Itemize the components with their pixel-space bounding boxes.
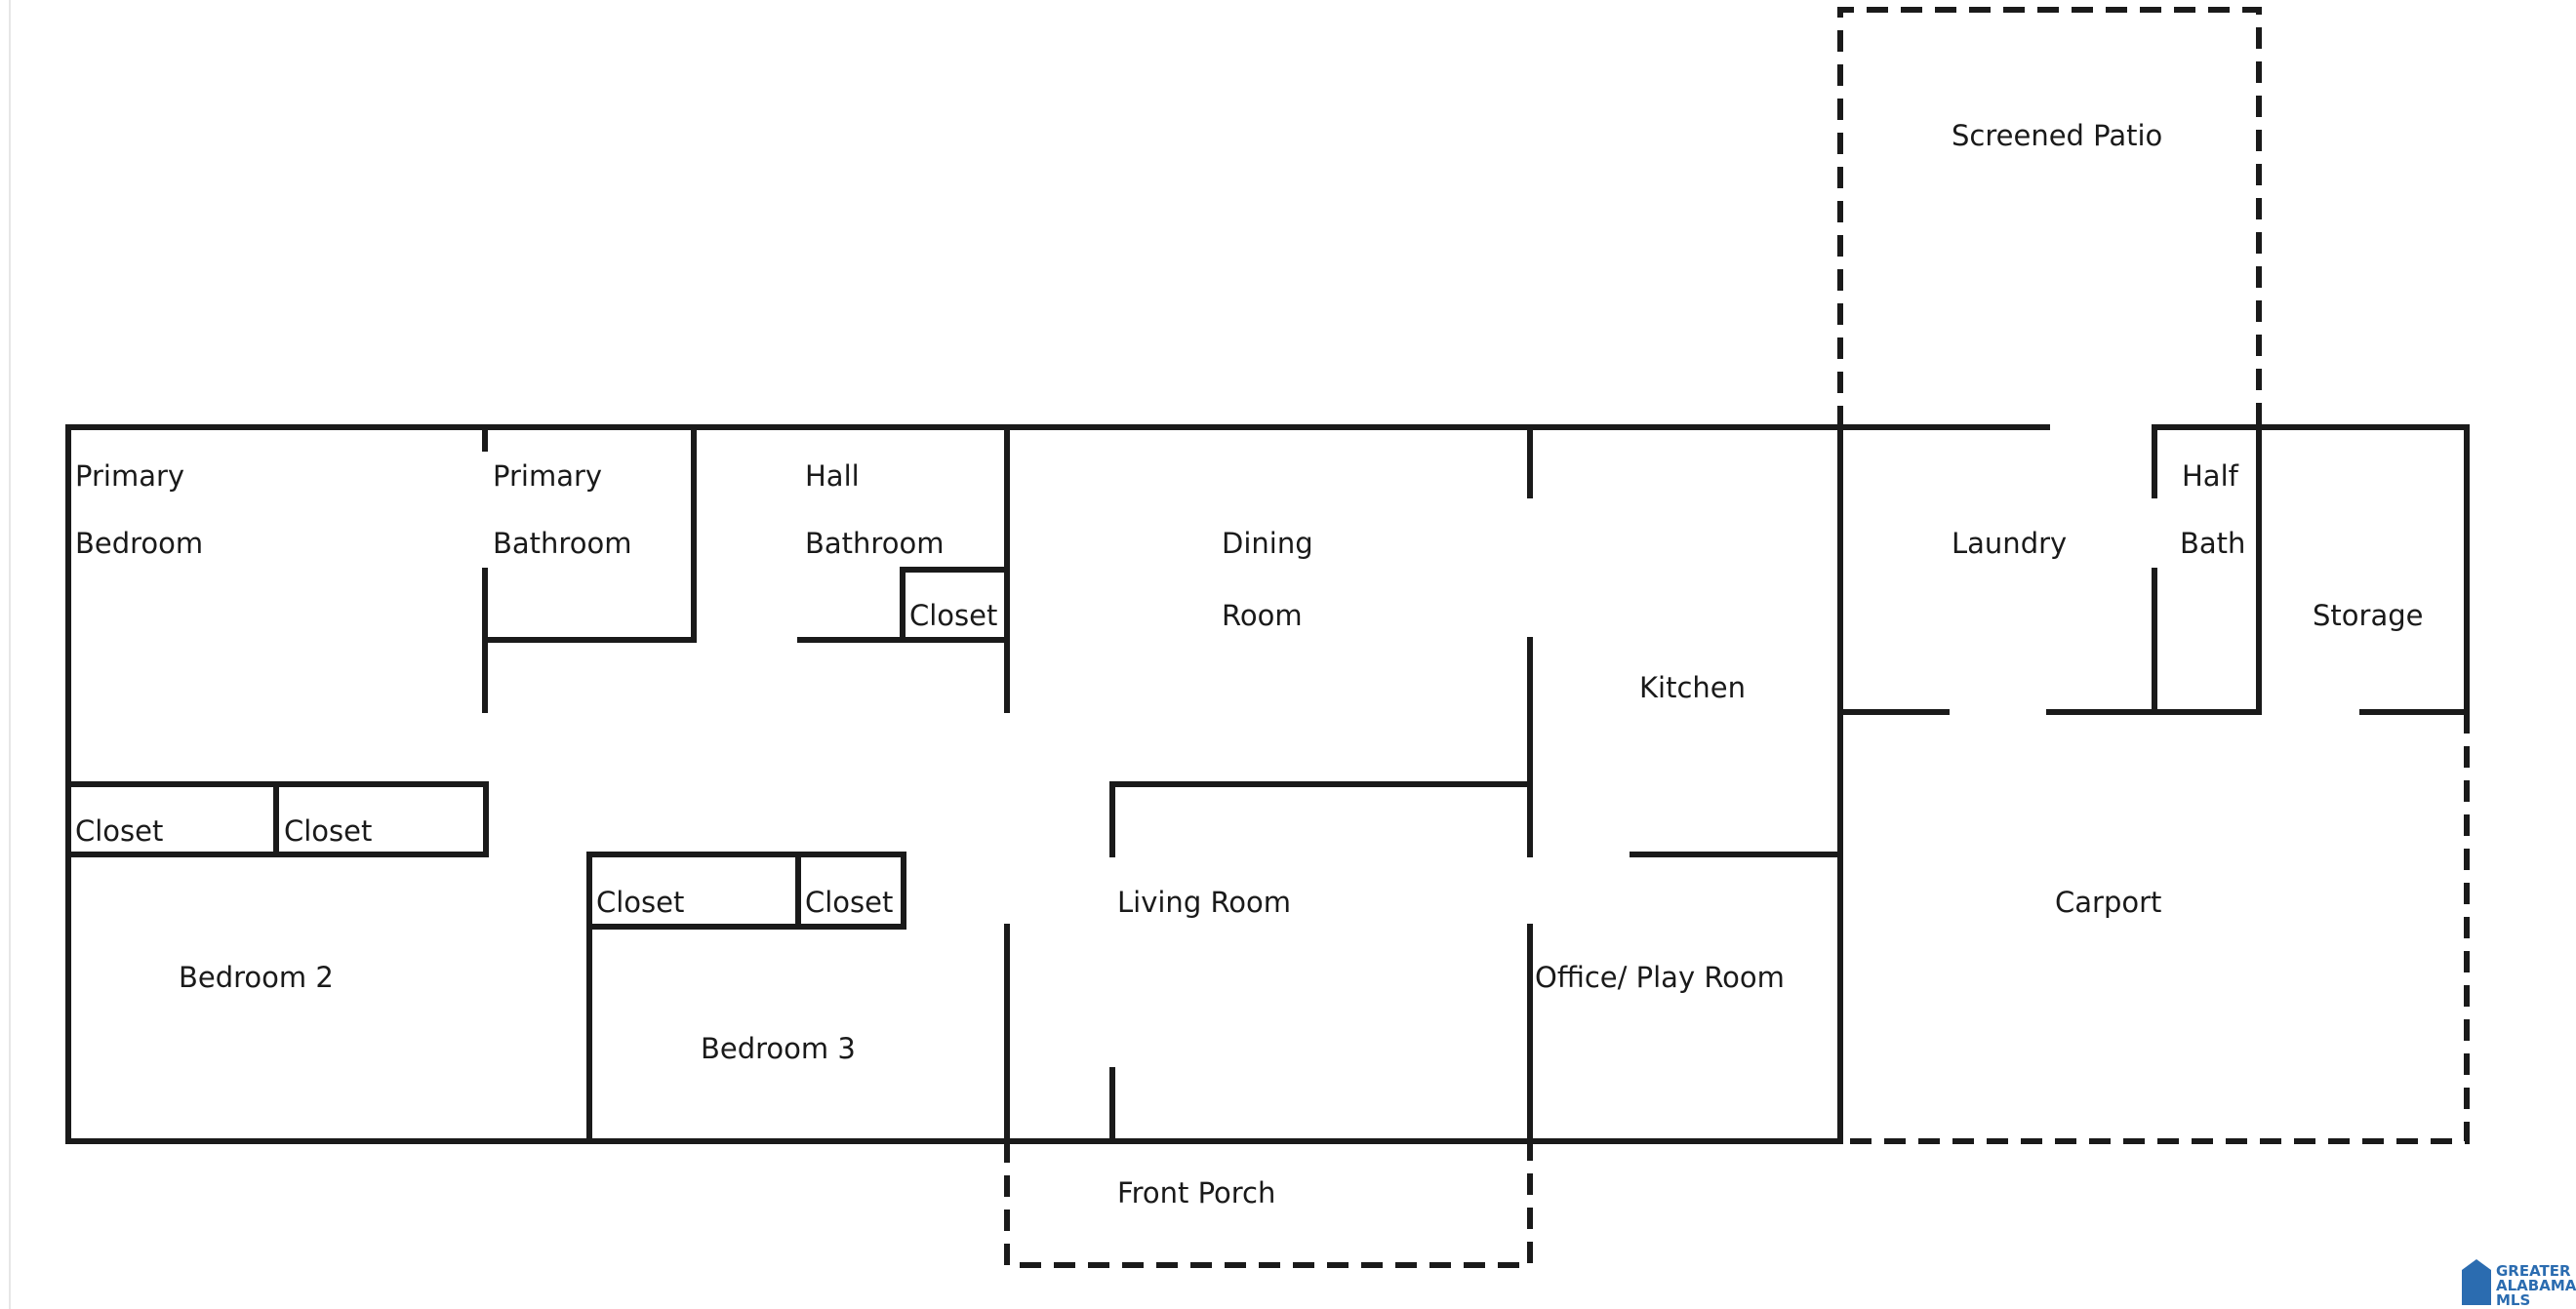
dashed-outlines: [1004, 7, 2470, 1268]
logo-line-2: ALABAMA: [2496, 1277, 2576, 1294]
logo-line-1: GREATER: [2496, 1262, 2571, 1280]
hall-bathroom-label-2: Bathroom: [805, 527, 944, 560]
laundry-label: Laundry: [1952, 527, 2067, 560]
closet-label-a: Closet: [75, 814, 163, 848]
house-icon: [2462, 1259, 2491, 1305]
primary-bedroom-label-2: Bedroom: [75, 527, 203, 560]
storage-label: Storage: [2313, 599, 2423, 632]
screened-patio-label: Screened Patio: [1952, 119, 2162, 152]
walls: [65, 424, 2470, 1144]
half-bath-label-1: Half: [2182, 459, 2239, 493]
bedroom-2-label: Bedroom 2: [179, 961, 334, 994]
dining-room-label-1: Dining: [1222, 527, 1313, 560]
greater-alabama-mls-logo: GREATER ALABAMA MLS: [2462, 1259, 2576, 1309]
hall-closet-label: Closet: [909, 599, 997, 632]
hall-bathroom-label-1: Hall: [805, 459, 860, 493]
primary-bathroom-label-2: Bathroom: [493, 527, 631, 560]
primary-bathroom-label-1: Primary: [493, 459, 602, 493]
office-play-room-label: Office/ Play Room: [1535, 961, 1785, 994]
living-room-label: Living Room: [1117, 886, 1291, 919]
kitchen-label: Kitchen: [1639, 671, 1746, 704]
bedroom-3-label: Bedroom 3: [701, 1032, 856, 1065]
closet-label-d: Closet: [805, 886, 893, 919]
carport-label: Carport: [2055, 886, 2161, 919]
closet-label-c: Closet: [596, 886, 684, 919]
half-bath-label-2: Bath: [2180, 527, 2245, 560]
primary-bedroom-label-1: Primary: [75, 459, 184, 493]
dining-room-label-2: Room: [1222, 599, 1303, 632]
closet-label-b: Closet: [284, 814, 372, 848]
room-labels: Primary Bedroom Primary Bathroom Hall Ba…: [75, 119, 2423, 1210]
front-porch-label: Front Porch: [1117, 1176, 1275, 1210]
logo-line-3: MLS: [2496, 1291, 2530, 1309]
